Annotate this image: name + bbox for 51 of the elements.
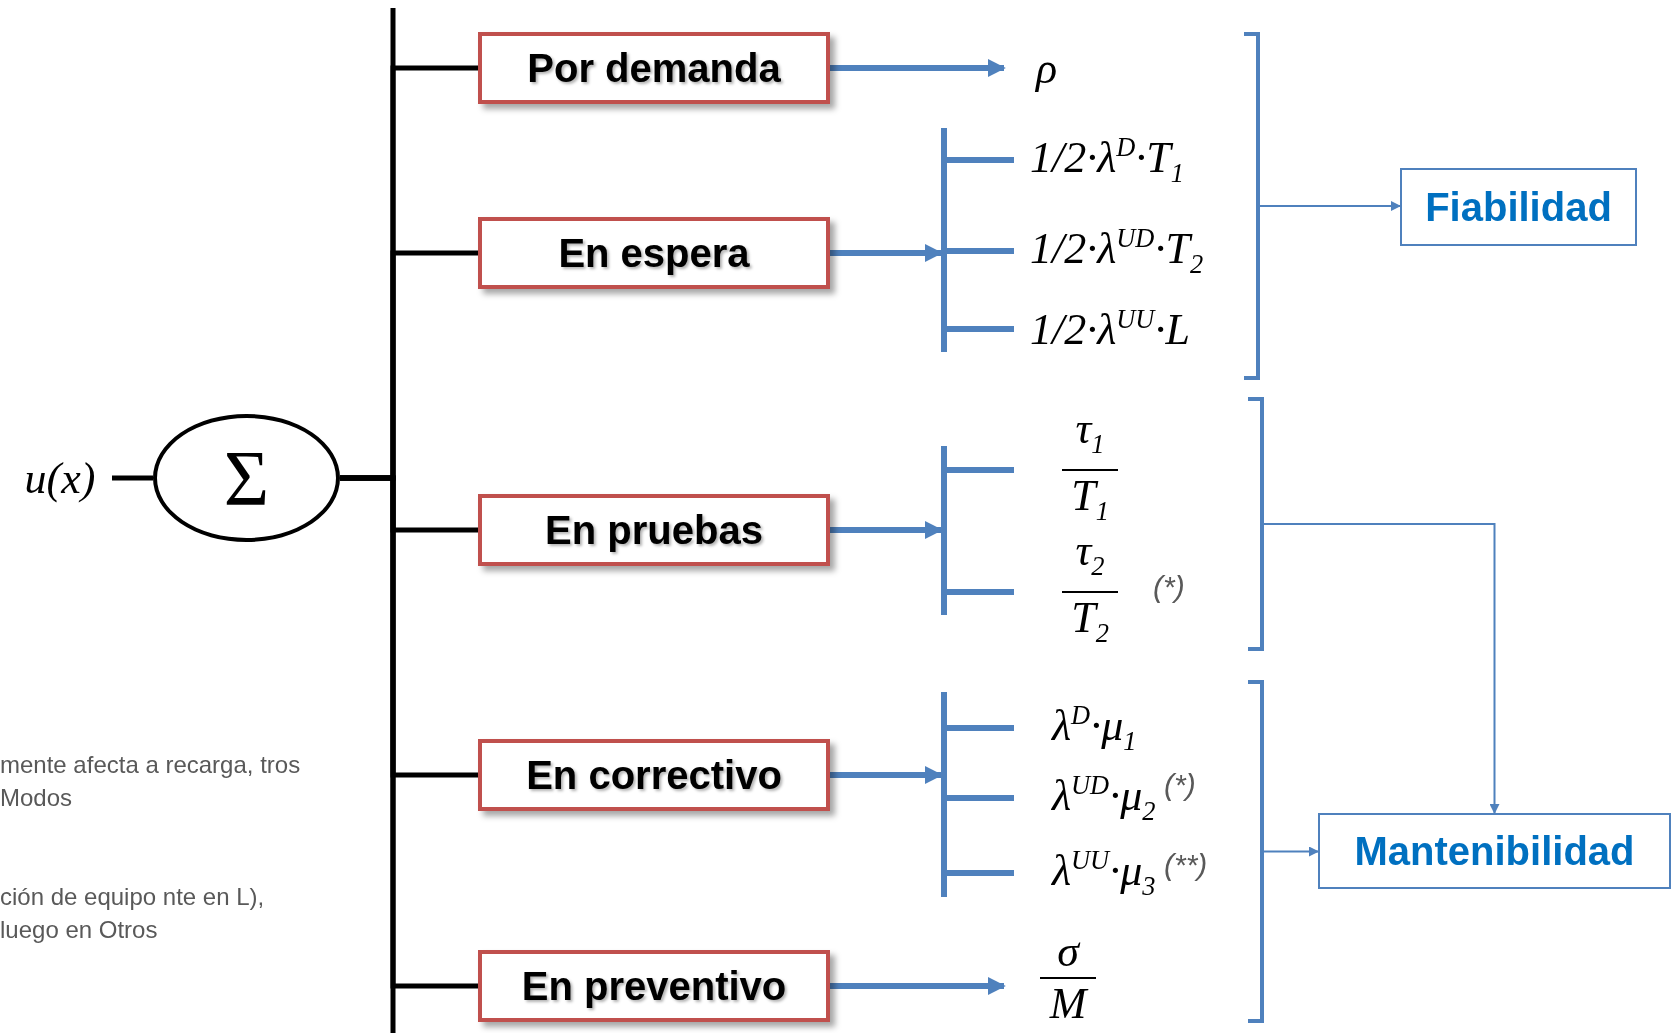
formula: λ$^{D}$·μ$_{1}$ — [1052, 699, 1137, 757]
mode-box: En espera — [478, 217, 830, 289]
arrow — [830, 766, 943, 784]
formula: T$_{1}$ — [1071, 471, 1109, 528]
bracket — [1244, 32, 1260, 380]
result-box: Mantenibilidad — [1318, 813, 1671, 889]
connector-line — [112, 475, 153, 481]
mode-box: En correctivo — [478, 739, 830, 811]
connector-line — [947, 795, 1014, 801]
footnote-mark: (*) — [1164, 768, 1196, 802]
bracket — [941, 128, 947, 352]
math-label: u(x) — [8, 452, 112, 504]
bracket — [1248, 397, 1264, 651]
connector-line — [340, 475, 478, 989]
bracket — [941, 446, 947, 615]
formula: λ$^{UU}$·μ$_{3}$ — [1052, 844, 1156, 902]
bracket — [1248, 680, 1264, 1023]
connector-line — [947, 467, 1014, 473]
arrow — [830, 59, 1006, 77]
formula: λ$^{UD}$·μ$_{2}$ — [1052, 769, 1156, 827]
formula: τ$_{2}$ — [1075, 526, 1105, 583]
note-text: ción de equipo nte en L), luego en Otros — [0, 882, 266, 945]
arrow — [830, 977, 1006, 995]
footnote-mark: (*) — [1153, 570, 1185, 604]
arrow — [1259, 201, 1401, 211]
mode-box: En pruebas — [478, 494, 830, 566]
arrow — [830, 244, 943, 262]
arrow — [1263, 846, 1319, 857]
connector-line — [947, 326, 1014, 332]
footnote-mark: (**) — [1164, 848, 1208, 882]
arrow — [1263, 523, 1500, 814]
formula: τ$_{1}$ — [1075, 404, 1105, 461]
connector-line — [947, 725, 1014, 731]
result-box: Fiabilidad — [1400, 168, 1637, 246]
formula: T$_{2}$ — [1071, 593, 1109, 650]
mode-box: En preventivo — [478, 950, 830, 1022]
connector-line — [947, 589, 1014, 595]
formula: 1/2·λ$^{UD}$·T$_{2}$ — [1030, 222, 1204, 280]
connector-line — [947, 157, 1014, 163]
connector-line — [947, 870, 1014, 876]
formula: ρ — [1036, 42, 1058, 94]
sum-ellipse: Σ — [153, 414, 340, 542]
arrow — [830, 521, 943, 539]
mode-box: Por demanda — [478, 32, 830, 104]
formula: M — [1049, 978, 1087, 1029]
bracket — [941, 692, 947, 897]
note-text: mente afecta a recarga, tros Modos — [0, 750, 302, 813]
formula: σ — [1057, 926, 1079, 977]
formula: 1/2·λ$^{D}$·T$_{1}$ — [1030, 131, 1185, 189]
formula: 1/2·λ$^{UU}$·L — [1030, 303, 1190, 355]
connector-line — [947, 248, 1014, 254]
